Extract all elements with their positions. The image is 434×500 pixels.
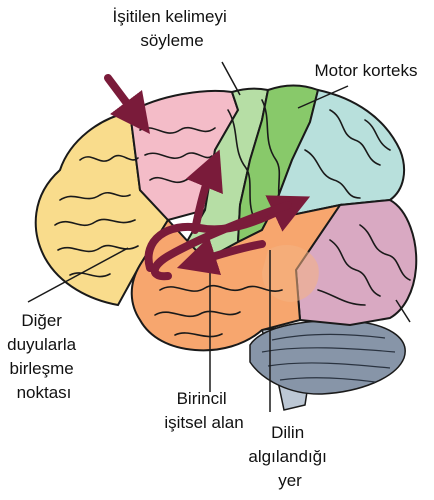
cerebellum [250,321,405,394]
label-primary-auditory-line-2: işitsel alan [164,413,243,432]
label-motor-cortex: Motor korteks [315,61,418,80]
label-language-comprehension: Dilin algılandığı yer [248,423,331,490]
arrow-spoken-word [108,78,138,118]
label-other-senses-line-4: noktası [17,383,72,402]
label-primary-auditory-line-1: Birincil [177,389,227,408]
label-other-senses-line-3: birleşme [10,359,74,378]
label-other-senses: Diğer duyularla birleşme noktası [7,311,81,402]
label-language-comprehension-line-2: algılandığı [248,447,326,466]
label-spoken-word-line-2: söyleme [140,31,203,50]
label-spoken-word: İşitilen kelimeyi söyleme [112,7,231,50]
label-language-comprehension-line-3: yer [278,471,302,490]
label-other-senses-line-1: Diğer [21,311,62,330]
label-primary-auditory: Birincil işitsel alan [164,389,243,432]
label-language-comprehension-line-1: Dilin [271,423,304,442]
label-motor-cortex-line-1: Motor korteks [315,61,418,80]
label-spoken-word-line-1: İşitilen kelimeyi [112,7,226,26]
label-other-senses-line-2: duyularla [7,335,77,354]
